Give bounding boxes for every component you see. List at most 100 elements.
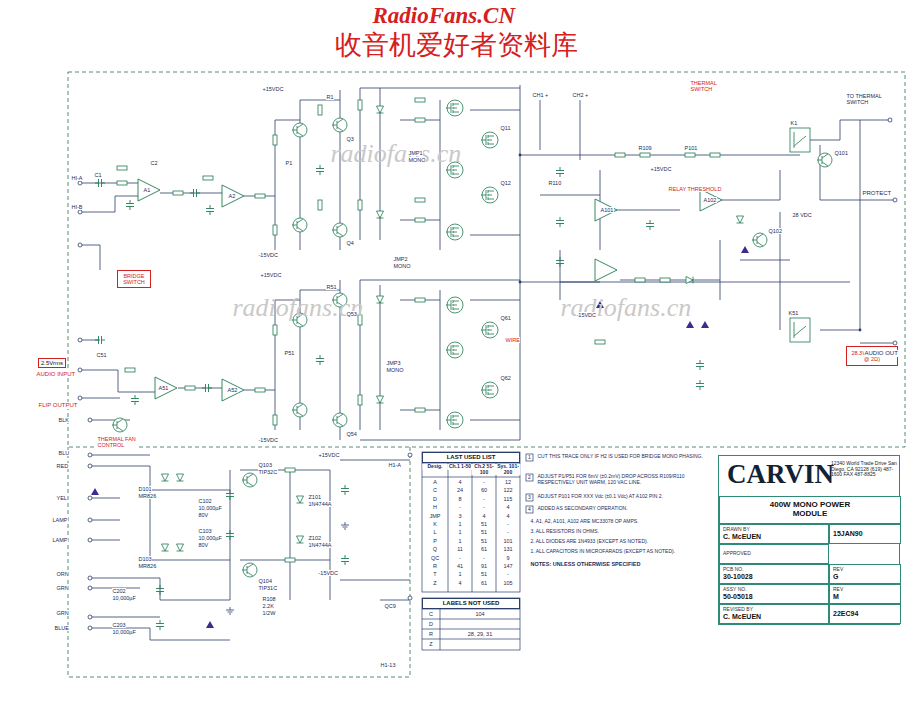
box-heading: APPROVED [723, 551, 751, 557]
resistor-symbol [203, 176, 213, 180]
component-label: QC9 [384, 603, 396, 609]
component-label: 1N4744A [308, 501, 332, 507]
table-grid [422, 609, 520, 650]
signal-name: 28 VDC [792, 212, 812, 218]
component-label: -15VDC [318, 570, 339, 576]
resistor-symbol [285, 558, 295, 562]
watermark: 收音机爱好者资料库 [334, 31, 578, 61]
resistor-symbol [255, 388, 265, 392]
component-label: Q103 [258, 462, 272, 468]
table-frames [422, 452, 533, 650]
note-number: 3 [528, 495, 532, 501]
table-cell: 51 [480, 571, 487, 577]
component-label: C203 [112, 622, 126, 628]
wire-color: BLK [58, 417, 69, 423]
resistor-symbol [415, 198, 425, 202]
table-cell: 24 [456, 487, 463, 493]
component-label: H1-13 [380, 662, 396, 668]
connector-pin [88, 586, 92, 590]
resistor-symbol [185, 386, 195, 390]
connector-pin [88, 418, 92, 422]
pin-name: HI-A [71, 175, 83, 181]
resistor-symbol [285, 468, 295, 472]
capacitor-symbol [95, 179, 105, 187]
title-cell: ASSY NO.50-05018 [719, 584, 829, 604]
table-cell: 105 [503, 580, 513, 586]
box-heading: LABELS NOT USED [443, 600, 500, 607]
component-label: Q4 [346, 240, 354, 246]
table-cell: C [429, 611, 434, 617]
component-label: +15VDC [318, 452, 340, 458]
signal-name: PROTECT [862, 190, 892, 197]
component-label: CH1 + [532, 92, 549, 98]
component-label: MONO [408, 157, 426, 163]
component-label: JMP3 [386, 360, 401, 366]
component-label: 80V [198, 542, 209, 548]
table-cell: 60 [480, 487, 487, 493]
diode-symbol [377, 396, 384, 403]
resistor-symbol [415, 218, 425, 222]
component-label: R1 [326, 94, 334, 100]
table-cell: 1 [458, 571, 462, 577]
component-label: 1N4744A [308, 542, 332, 548]
diode-symbol [686, 277, 693, 284]
component-label: A101 [600, 207, 614, 213]
mosfet-symbol [446, 100, 463, 116]
wire-color: RED [56, 463, 69, 469]
table-cell: 51 [480, 538, 487, 544]
component-label: A2 [228, 193, 236, 199]
resistor-symbol [635, 278, 645, 282]
mosfet-symbol [481, 132, 498, 148]
table-cell: D [433, 496, 438, 502]
note-box [526, 506, 533, 513]
connector-pin [893, 198, 897, 202]
connector-pin [88, 464, 92, 468]
component-label: Q3 [346, 136, 354, 142]
capacitor-symbol [556, 167, 564, 177]
component-label: C51 [96, 352, 107, 358]
box-heading: 400W MONO POWER MODULE [765, 501, 855, 519]
title-cell: 22EC94 [829, 604, 901, 624]
connector-pin [888, 118, 892, 122]
diode-symbol [377, 106, 384, 113]
capacitor-symbol [126, 200, 134, 210]
table-cell: 28, 29, 31 [467, 631, 492, 637]
table-cell: 91 [480, 563, 487, 569]
capacitor-symbol [95, 336, 105, 344]
title-block: CARVIN12340 World Trade Drive San Diego,… [718, 455, 900, 625]
table-cell: C [433, 487, 438, 493]
connector-pin [893, 341, 897, 345]
resistor-symbol [615, 153, 625, 157]
note-text: ADDED AS SECONDARY OPERATION. [537, 506, 716, 512]
table-cell: A [433, 479, 438, 485]
voltage-box: 2.5Vrms [38, 358, 66, 368]
component-label: K1 [790, 120, 798, 126]
transistor-symbol [332, 223, 347, 237]
table-cell: 1 [458, 538, 462, 544]
capacitor-symbol [556, 217, 564, 227]
component-label: P101 [684, 145, 698, 151]
component-label: A51 [158, 385, 169, 391]
mosfet-symbol [481, 187, 498, 203]
supply-mark [741, 246, 749, 253]
component-label: Q61 [500, 315, 511, 321]
resistor-symbol [318, 105, 322, 115]
watermark: RadioFans.CN [372, 3, 516, 28]
table-cell: Z [429, 641, 433, 647]
table-cell: H [433, 504, 438, 510]
table-cell: 101 [503, 538, 513, 544]
supply-mark [91, 488, 99, 495]
component-label: C1 [94, 172, 102, 178]
transistor-symbol [112, 418, 127, 432]
component-label: Q104 [258, 578, 272, 584]
annotation: AUDIO INPUT [36, 371, 76, 378]
capacitor-symbol [646, 220, 654, 230]
box-heading: BRIDGE SWITCH [120, 273, 148, 285]
table-cell: Z [433, 580, 437, 586]
supply-outline [68, 447, 410, 677]
title-cell: REVM [829, 584, 901, 604]
supply-mark [686, 321, 694, 328]
opamp-symbol [222, 185, 244, 207]
note-text: 3. ALL RESISTORS IN OHMS. [530, 529, 716, 535]
table-cell: - [483, 496, 486, 502]
